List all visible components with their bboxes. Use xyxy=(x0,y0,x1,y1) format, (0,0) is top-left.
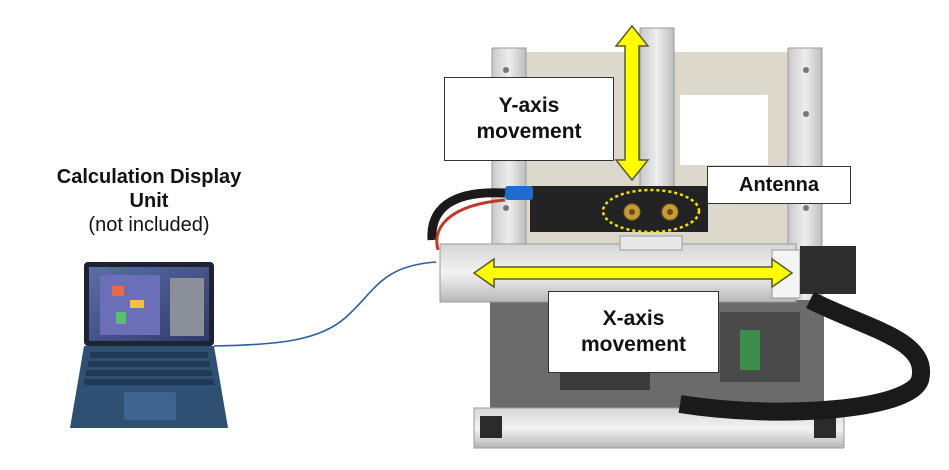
x-axis-label-line2: movement xyxy=(580,333,687,356)
y-axis-label-box: Y-axis movement xyxy=(444,77,614,161)
base-end-cap xyxy=(814,416,836,438)
laptop-caption: Calculation Display Unit (not included) xyxy=(20,165,278,237)
cable-connector xyxy=(505,186,533,200)
screen-background xyxy=(170,278,204,336)
frame-window xyxy=(680,95,768,165)
antenna-highlight-ellipse xyxy=(601,188,701,234)
x-axis-motor xyxy=(800,246,856,294)
y-axis-label-line1: Y-axis xyxy=(498,94,560,117)
antenna-carriage xyxy=(530,186,708,232)
cable-bundle-red xyxy=(435,198,506,251)
cable-bundle-left xyxy=(427,188,506,241)
x-axis-label-box: X-axis movement xyxy=(548,291,719,373)
connection-cable xyxy=(213,261,437,347)
laptop-title-line1: Calculation Display xyxy=(56,166,242,188)
heatmap-spot xyxy=(130,300,144,308)
antenna-elements xyxy=(623,203,679,221)
circuit-board xyxy=(740,330,760,370)
antenna-label-box: Antenna xyxy=(707,166,851,204)
laptop-note: (not included) xyxy=(88,214,210,236)
heatmap-spot xyxy=(112,286,124,296)
x-axis-label-line1: X-axis xyxy=(602,307,665,330)
laptop-touchpad xyxy=(124,392,176,420)
antenna-label: Antenna xyxy=(739,173,819,196)
laptop-illustration xyxy=(70,262,228,428)
heatmap-spot xyxy=(116,312,126,324)
rail-slider xyxy=(619,235,683,251)
y-axis-label-line2: movement xyxy=(476,120,582,143)
laptop-keys xyxy=(84,352,214,385)
y-axis-arrow xyxy=(614,24,650,182)
x-axis-arrow xyxy=(472,257,794,289)
base-end-cap xyxy=(480,416,502,438)
laptop-title-line2: Unit xyxy=(129,190,169,212)
cable-chain xyxy=(678,291,931,421)
